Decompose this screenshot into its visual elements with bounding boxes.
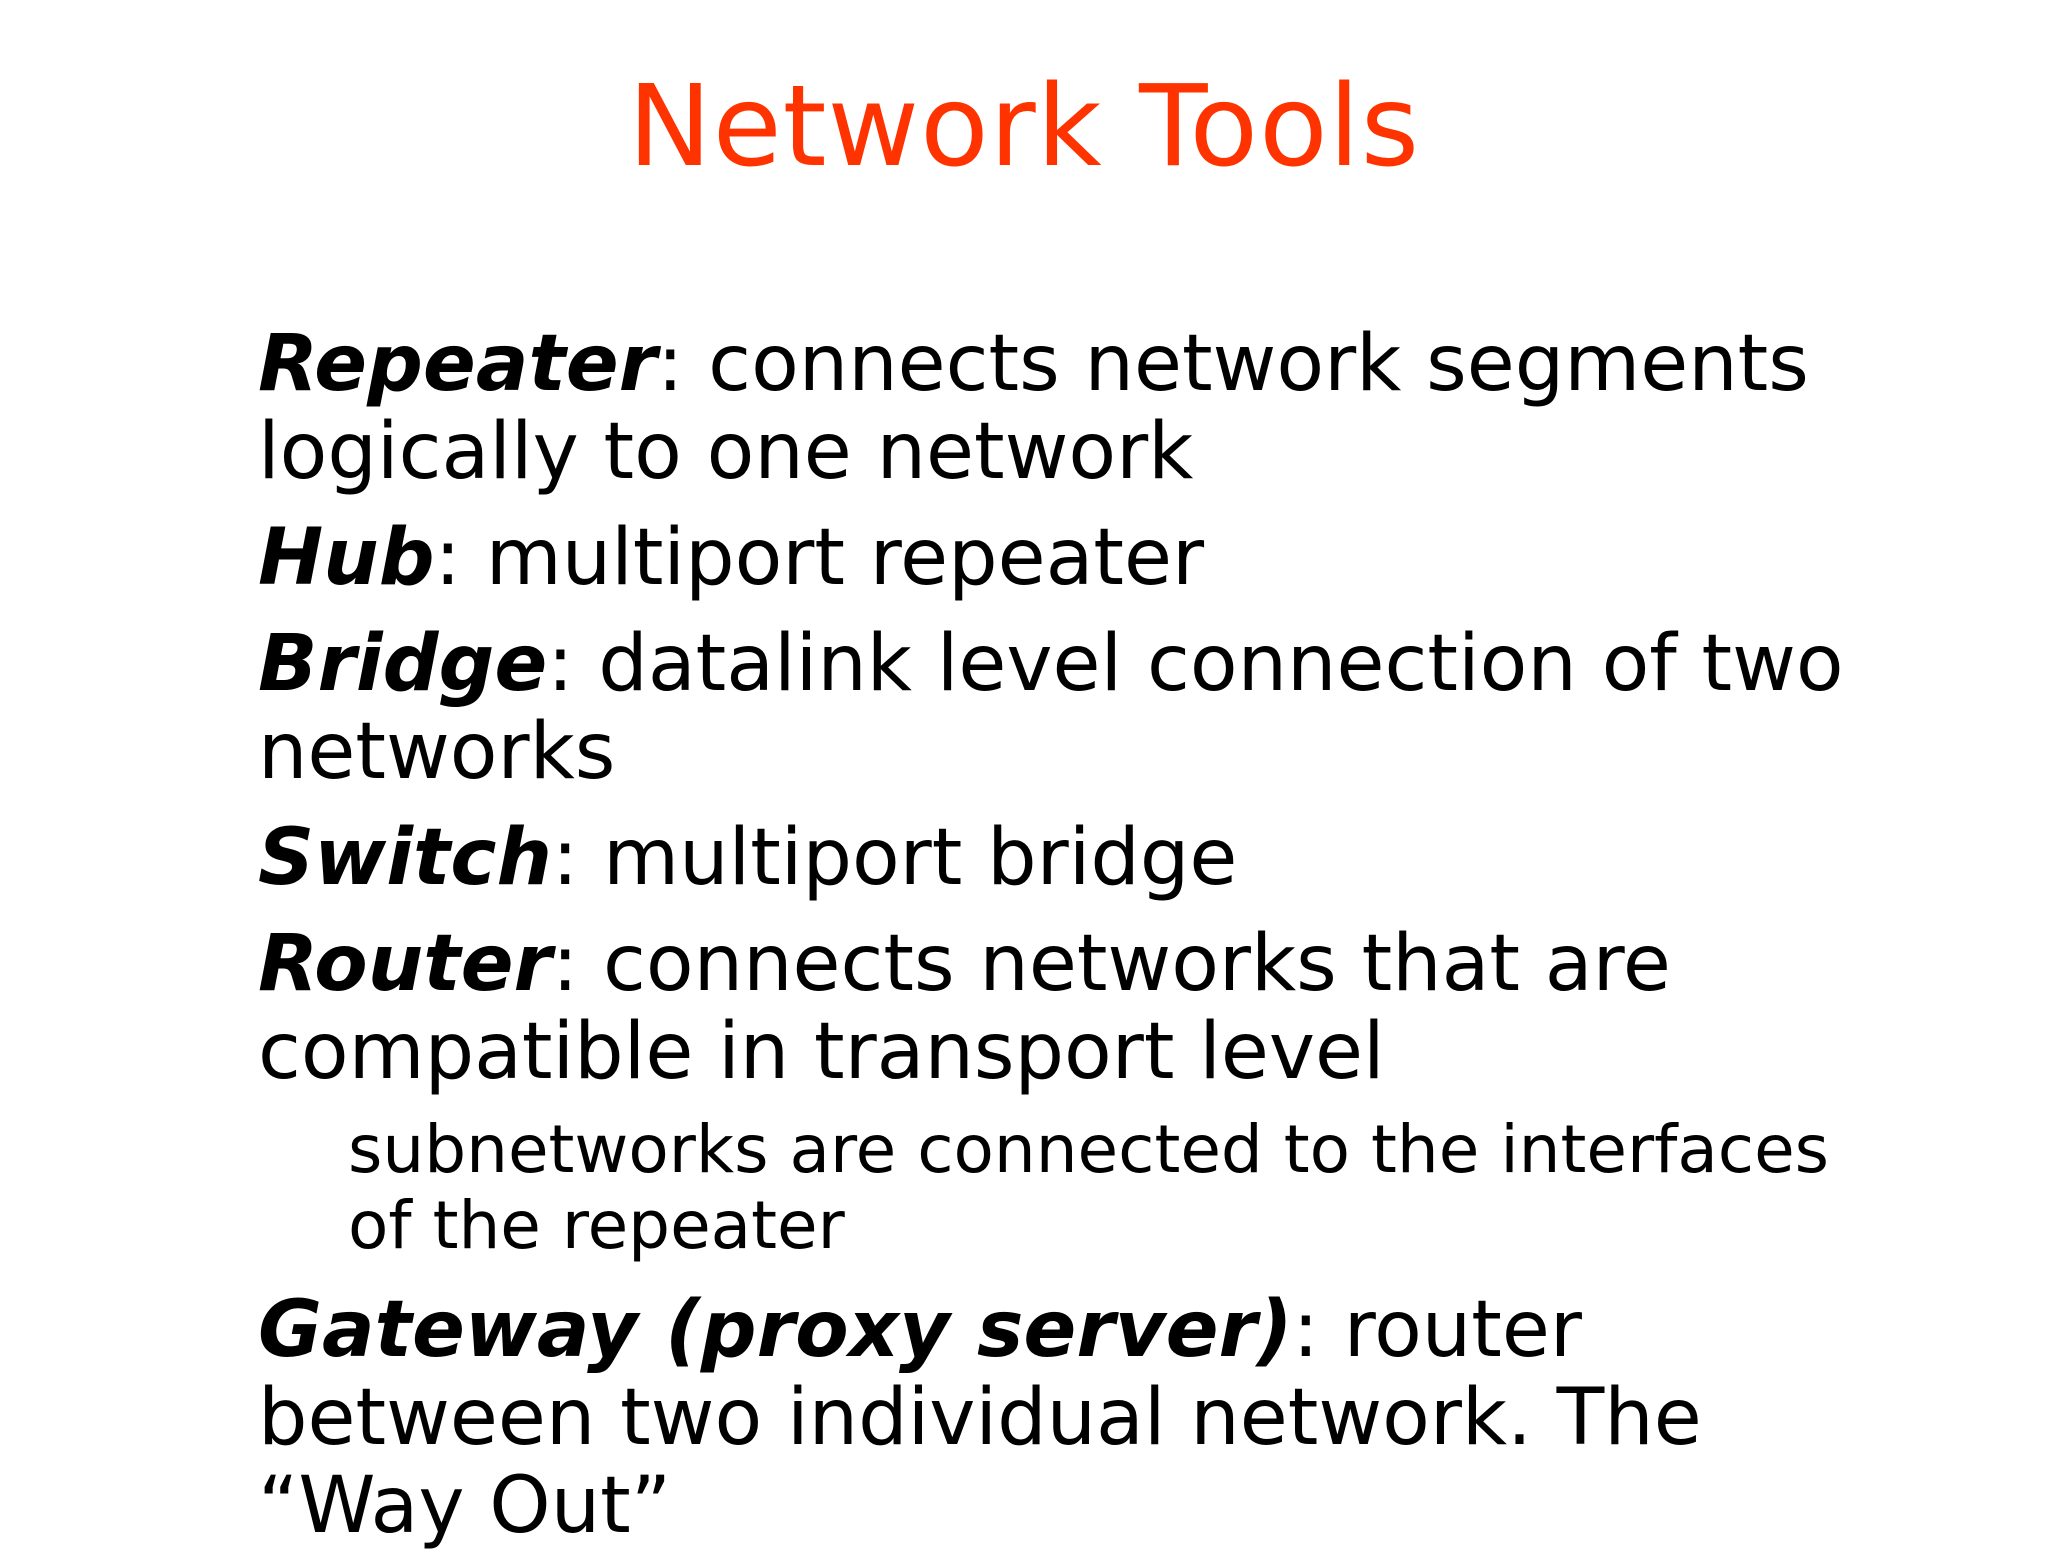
- sub-item-subnetworks: subnetworks are connected to the interfa…: [348, 1111, 1830, 1264]
- term-hub: Hub: [258, 513, 435, 603]
- term-repeater: Repeater: [258, 319, 658, 409]
- slide-title: Network Tools: [627, 62, 1421, 192]
- definition-router: : connects networks that are compatible …: [258, 919, 1671, 1097]
- definition-hub: : multiport repeater: [434, 513, 1205, 603]
- definition-gateway: : router between two individual network.…: [258, 1285, 1702, 1551]
- definition-switch: : multiport bridge: [552, 813, 1238, 903]
- definition-repeater: : connects network segments logically to…: [258, 319, 1809, 497]
- slide: Network Tools Repeater: connects network…: [258, 62, 1844, 1550]
- list-item-bridge: Bridge: datalink level connection of two…: [258, 620, 1898, 796]
- term-gateway: Gateway (proxy server): [258, 1285, 1293, 1375]
- list-item-repeater: Repeater: connects network segments logi…: [258, 320, 1898, 496]
- definition-bridge: : datalink level connection of two netwo…: [258, 619, 1844, 797]
- list-item-hub: Hub: multiport repeater: [258, 514, 1898, 602]
- term-router: Router: [258, 919, 552, 1009]
- term-bridge: Bridge: [258, 619, 548, 709]
- list-item-switch: Switch: multiport bridge: [258, 814, 1898, 902]
- list-item-gateway: Gateway (proxy server): router between t…: [258, 1286, 1898, 1550]
- bullet-list: Repeater: connects network segments logi…: [258, 320, 1898, 1568]
- list-item-router: Router: connects networks that are compa…: [258, 920, 1898, 1096]
- term-switch: Switch: [258, 813, 553, 903]
